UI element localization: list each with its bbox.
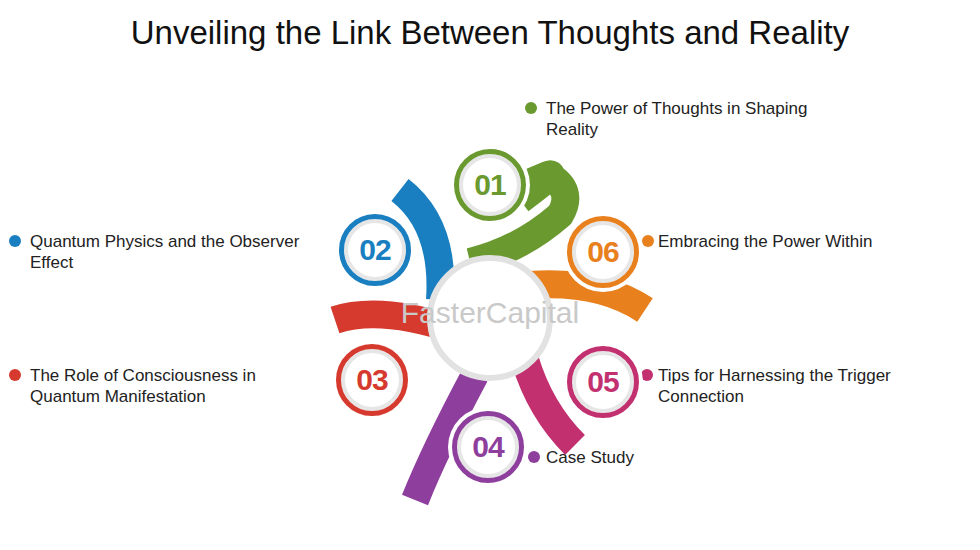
number-circle: 03 — [336, 344, 408, 416]
diagram-title: Unveiling the Link Between Thoughts and … — [0, 14, 980, 52]
number-circle: 04 — [452, 411, 524, 483]
bullet-dot — [9, 369, 21, 381]
callout-number: 03 — [356, 363, 387, 397]
watermark: FasterCapital — [401, 296, 579, 330]
item-label: Embracing the Power Within — [658, 231, 958, 252]
item-label: The Role of Consciousness in Quantum Man… — [30, 365, 305, 407]
bullet-dot — [642, 235, 654, 247]
bullet-dot — [9, 235, 21, 247]
callout-number: 06 — [587, 235, 618, 269]
callout-number: 04 — [472, 430, 503, 464]
item-label: Tips for Harnessing the Trigger Connecti… — [658, 365, 948, 407]
number-circle: 05 — [567, 346, 639, 418]
bullet-dot — [525, 102, 537, 114]
number-circle: 01 — [454, 149, 526, 221]
callout-number: 01 — [474, 168, 505, 202]
number-circle: 02 — [339, 214, 411, 286]
callout-number: 05 — [587, 365, 618, 399]
bullet-dot — [528, 451, 540, 463]
item-label: The Power of Thoughts in Shaping Reality — [546, 98, 846, 140]
item-label: Case Study — [546, 447, 746, 468]
number-circle: 06 — [567, 216, 639, 288]
bullet-dot — [641, 369, 653, 381]
item-label: Quantum Physics and the Observer Effect — [30, 231, 330, 273]
callout-number: 02 — [359, 233, 390, 267]
